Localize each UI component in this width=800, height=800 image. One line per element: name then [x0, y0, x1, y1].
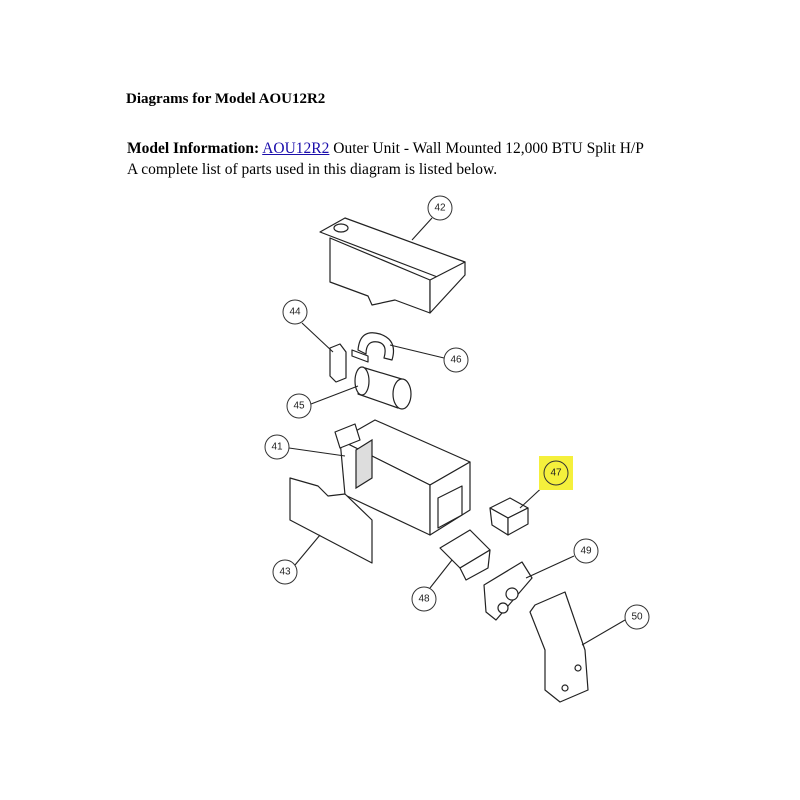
svg-text:42: 42 — [434, 203, 446, 214]
svg-text:50: 50 — [631, 612, 643, 623]
svg-text:49: 49 — [580, 546, 592, 557]
svg-text:46: 46 — [450, 355, 462, 366]
part-41-box — [334, 419, 471, 536]
callout-43[interactable]: 43 — [272, 559, 298, 585]
part-48-bracket — [439, 529, 491, 581]
part-45-capacitor — [354, 366, 412, 410]
callout-41[interactable]: 41 — [264, 434, 290, 460]
callout-49[interactable]: 49 — [573, 538, 599, 564]
part-47-block — [489, 497, 529, 536]
callout-50[interactable]: 50 — [624, 604, 650, 630]
svg-text:44: 44 — [289, 307, 301, 318]
svg-text:41: 41 — [271, 442, 283, 453]
callout-48[interactable]: 48 — [411, 586, 437, 612]
model-link[interactable]: AOU12R2 — [262, 140, 330, 157]
part-42-cover — [319, 217, 466, 314]
callout-42[interactable]: 42 — [427, 195, 453, 221]
part-43-panel — [289, 477, 373, 564]
svg-text:45: 45 — [293, 401, 305, 412]
svg-text:48: 48 — [418, 594, 430, 605]
svg-text:47: 47 — [550, 468, 562, 479]
callout-47-highlighted[interactable]: 47 — [539, 456, 573, 490]
part-46-clamp — [351, 332, 395, 363]
callout-46[interactable]: 46 — [443, 347, 469, 373]
callout-44[interactable]: 44 — [282, 299, 308, 325]
part-44-clip — [329, 343, 347, 383]
model-information: Model Information: AOU12R2 Outer Unit - … — [127, 138, 644, 180]
part-49-plate — [483, 561, 533, 621]
svg-text:43: 43 — [279, 567, 291, 578]
model-description: Outer Unit - Wall Mounted 12,000 BTU Spl… — [329, 140, 644, 157]
page-title: Diagrams for Model AOU12R2 — [126, 91, 326, 107]
model-info-label: Model Information: — [127, 140, 260, 157]
part-50-bracket — [529, 591, 589, 703]
callout-45[interactable]: 45 — [286, 393, 312, 419]
leader-lines — [288, 217, 626, 646]
parts-note: A complete list of parts used in this di… — [127, 161, 498, 178]
